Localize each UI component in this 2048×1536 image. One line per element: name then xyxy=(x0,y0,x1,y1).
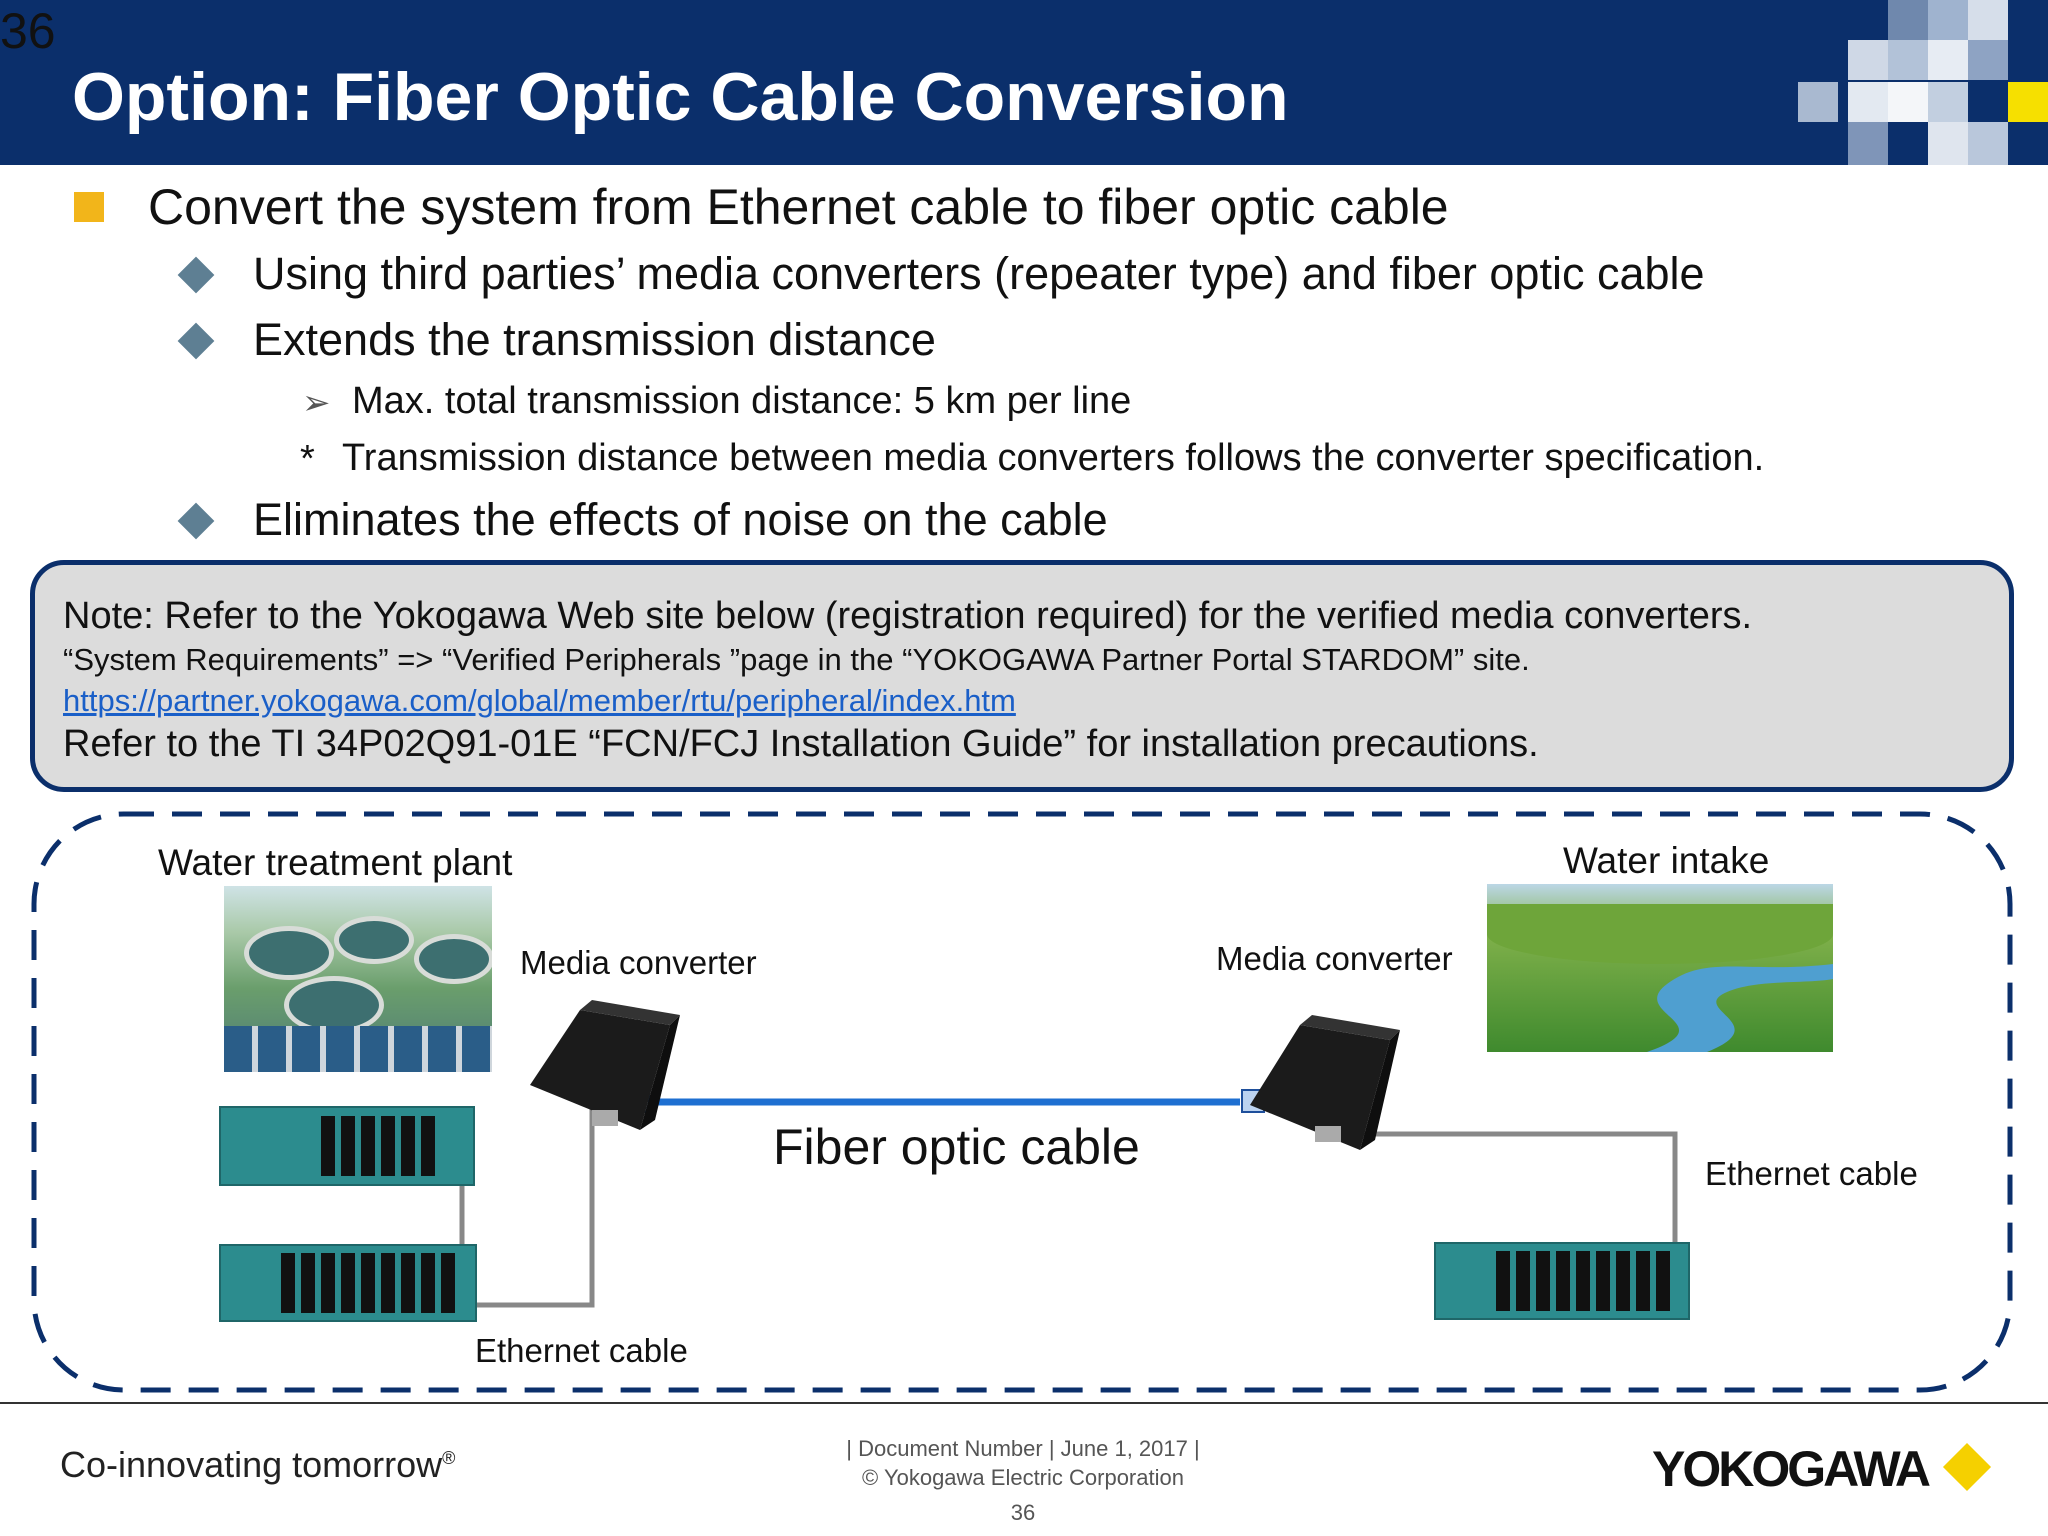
plc-unit-bottom-left xyxy=(219,1244,477,1322)
bullet-sub-2: Extends the transmission distance xyxy=(253,314,936,365)
water-treatment-photo xyxy=(224,886,492,1072)
note-line-4: Refer to the TI 34P02Q91-01E “FCN/FCJ In… xyxy=(63,723,1539,765)
bullet-main: Convert the system from Ethernet cable t… xyxy=(148,179,1449,235)
mosaic-square xyxy=(1888,82,1928,122)
water-intake-photo xyxy=(1487,884,1833,1052)
note-box xyxy=(30,560,2014,792)
slide-title: Option: Fiber Optic Cable Conversion xyxy=(72,59,1289,135)
registered-mark: ® xyxy=(442,1448,456,1468)
mosaic-square xyxy=(1968,0,2008,40)
label-media-converter-left: Media converter xyxy=(520,944,757,981)
bullet-distance: Max. total transmission distance: 5 km p… xyxy=(352,380,1132,422)
arrow-bullet-icon: ➢ xyxy=(302,384,331,422)
plc-unit-right xyxy=(1434,1242,1690,1320)
mosaic-square xyxy=(1848,122,1888,165)
bullet-square xyxy=(74,192,104,222)
label-water-intake: Water intake xyxy=(1563,840,1770,881)
logo-diamond-icon xyxy=(1942,1442,1992,1492)
mosaic-square xyxy=(2008,82,2048,122)
title-bar xyxy=(0,0,2048,165)
mosaic-square xyxy=(1888,0,1928,40)
footer-document-number: | Document Number | June 1, 2017 | xyxy=(846,1436,1200,1461)
bullet-diamond xyxy=(177,322,215,360)
bullet-footnote: Transmission distance between media conv… xyxy=(342,437,1765,479)
mosaic-square xyxy=(1928,0,1968,40)
bullet-diamond xyxy=(177,256,215,294)
mosaic-square xyxy=(1888,40,1928,80)
mosaic-square xyxy=(1928,122,1968,165)
footer-tagline: Co-innovating tomorrow® xyxy=(60,1444,455,1486)
partner-portal-link[interactable]: https://partner.yokogawa.com/global/memb… xyxy=(63,683,1016,718)
mosaic-square xyxy=(1968,40,2008,80)
slide-number-top: 36 xyxy=(0,3,56,59)
mosaic-square xyxy=(1928,40,1968,80)
mosaic-square xyxy=(1848,40,1888,80)
yokogawa-logo: YOKOGAWA xyxy=(1652,1441,1931,1497)
mosaic-square xyxy=(1968,122,2008,165)
media-converter-left xyxy=(530,1000,680,1130)
footer-divider xyxy=(0,1402,2048,1404)
label-ethernet-cable-right: Ethernet cable xyxy=(1705,1155,1918,1192)
mosaic-square xyxy=(1848,82,1888,122)
media-converter-right xyxy=(1250,1015,1400,1150)
note-line-1: Note: Refer to the Yokogawa Web site bel… xyxy=(63,595,1753,637)
footer-page-number: 36 xyxy=(1010,1500,1036,1525)
label-ethernet-cable-left: Ethernet cable xyxy=(475,1332,688,1369)
tagline-text: Co-innovating tomorrow xyxy=(60,1444,443,1485)
mosaic-square xyxy=(1798,82,1838,122)
footer-copyright: © Yokogawa Electric Corporation xyxy=(862,1465,1184,1490)
mosaic-square xyxy=(1928,82,1968,122)
plc-unit-top-left xyxy=(219,1106,475,1186)
footnote-mark: * xyxy=(300,438,315,480)
label-media-converter-right: Media converter xyxy=(1216,940,1453,977)
label-fiber-optic-cable: Fiber optic cable xyxy=(773,1119,1140,1175)
bullet-diamond xyxy=(177,502,215,540)
bullet-sub-3: Eliminates the effects of noise on the c… xyxy=(253,494,1108,545)
label-water-treatment-plant: Water treatment plant xyxy=(158,842,513,883)
diagram-border xyxy=(31,811,2013,1393)
bullet-sub-1: Using third parties’ media converters (r… xyxy=(253,248,1705,299)
network-diagram xyxy=(31,811,2013,1393)
note-line-2: “System Requirements” => “Verified Perip… xyxy=(63,642,1530,677)
